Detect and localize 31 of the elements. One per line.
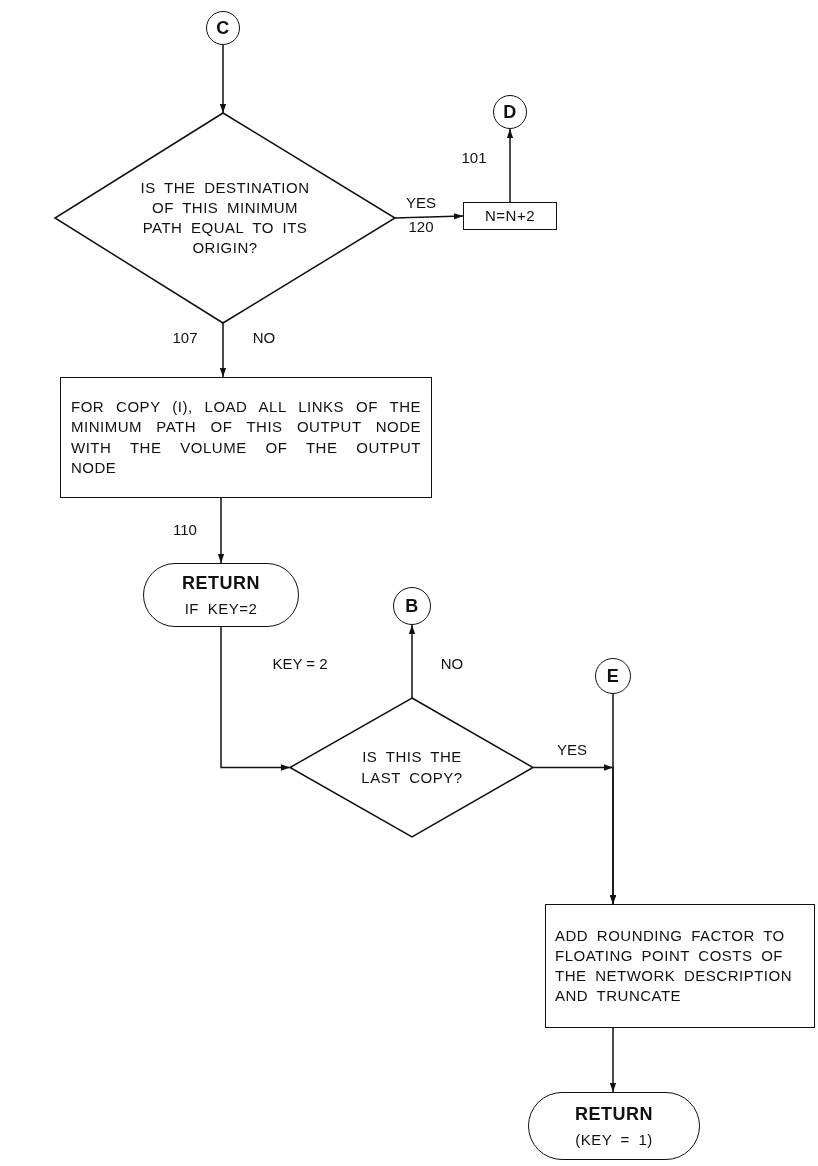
arrow	[394, 213, 464, 220]
connector-letter: E	[606, 664, 620, 688]
decision-diamond	[290, 698, 533, 837]
arrow	[408, 624, 416, 699]
arrow	[506, 128, 514, 203]
node-text: (KEY = 1)	[575, 1130, 653, 1150]
process-box	[545, 904, 815, 1028]
node-text: IS THIS THE LAST COPY?	[360, 747, 464, 788]
arrow	[219, 44, 227, 114]
connector-letter: B	[405, 594, 419, 618]
connector-letter: C	[216, 16, 230, 40]
node-text: IF KEY=2	[184, 599, 258, 619]
process-box	[60, 377, 432, 498]
decision-diamond	[55, 113, 395, 323]
node-text: IS THE DESTINATION OF THIS MINIMUM PATH EQUAL TO ITS ORIGIN?	[140, 177, 310, 259]
arrow	[217, 497, 225, 564]
terminal-title: RETURN	[182, 571, 260, 595]
connector-circle	[493, 95, 527, 129]
arrow	[220, 626, 291, 771]
connector-circle	[206, 11, 240, 45]
arrow	[219, 322, 227, 378]
arrow	[609, 1027, 617, 1093]
connector-letter: D	[503, 100, 517, 124]
arrow	[609, 693, 617, 905]
connector-circle	[393, 587, 431, 625]
node-text: N=N+2	[485, 205, 535, 226]
terminal-title: RETURN	[575, 1102, 653, 1126]
node-text: FOR COPY (I), LOAD ALL LINKS OF THE MINIMUM PATH OF THIS OUTPUT NODE WITH THE VOLUME OF THE OUTPUT NODE	[71, 397, 421, 478]
node-text: ADD ROUNDING FACTOR TO FLOATING POINT COSTS OF THE NETWORK DESCRIPTION AND TRUNCATE	[555, 925, 793, 1007]
connector-circle	[595, 658, 631, 694]
process-box	[463, 202, 557, 230]
